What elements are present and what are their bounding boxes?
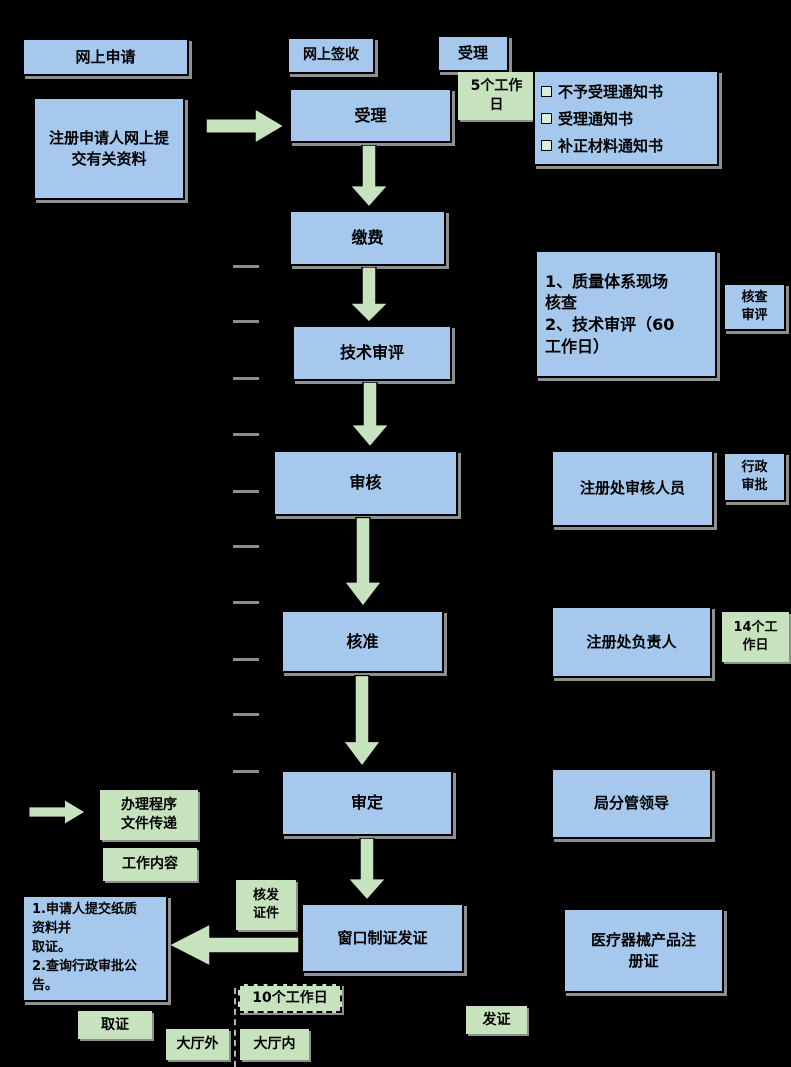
paper-note-text: 1.申请人提交纸质 资料并 取证。 2.查询行政审批公 告。 <box>32 902 137 993</box>
arrow-left-icon <box>168 922 300 968</box>
reg-head-box: 注册处负责人 <box>551 606 712 678</box>
accept-days-text: 5个工作 日 <box>470 78 523 113</box>
submit-materials-box: 注册申请人网上提 交有关资料 <box>33 97 185 200</box>
pay-label: 缴费 <box>351 228 384 248</box>
approve-box: 核准 <box>281 610 444 673</box>
legend-work-label: 工作内容 <box>103 848 197 881</box>
admin-approval-tag: 行政 审批 <box>723 452 786 502</box>
lane-tick <box>233 545 259 548</box>
lane-tick <box>233 320 259 323</box>
lane-tick <box>233 433 259 436</box>
final-review-box: 审定 <box>281 770 453 836</box>
arrow-down-icon <box>344 517 382 608</box>
bureau-leader-label: 局分管领导 <box>593 794 669 813</box>
lane-tick <box>233 713 259 716</box>
lane-tick <box>233 377 259 380</box>
reg-head-label: 注册处负责人 <box>586 632 677 651</box>
arrow-down-icon <box>348 838 386 901</box>
notice-row: 补正材料通知书 <box>541 135 663 156</box>
accept-header-label: 受理 <box>457 44 488 63</box>
checkbox-icon <box>541 112 552 124</box>
issue-label: 发证 <box>466 1006 527 1034</box>
approve-label: 核准 <box>346 631 379 651</box>
online-sign-box: 网上签收 <box>287 37 375 74</box>
online-sign-label: 网上签收 <box>303 47 359 64</box>
tech-note-box: 1、质量体系现场 核查 2、技术审评（60 工作日） <box>535 250 717 378</box>
hall-divider-line <box>234 988 236 1067</box>
lane-tick <box>233 770 259 773</box>
checkbox-icon <box>541 139 552 151</box>
arrow-right-icon <box>205 107 285 145</box>
obtain-label: 取证 <box>78 1011 152 1039</box>
notice-row: 不予受理通知书 <box>541 81 663 102</box>
legend-work-text: 工作内容 <box>122 856 178 873</box>
check-review-tag: 核查 审评 <box>723 283 786 331</box>
lane-tick <box>233 601 259 604</box>
accept-box: 受理 <box>289 88 452 143</box>
arrow-down-icon <box>350 267 388 323</box>
audit-box: 审核 <box>273 450 458 516</box>
lane-tick <box>233 658 259 661</box>
check-review-label: 核查 审评 <box>741 290 768 323</box>
arrow-down-icon <box>343 675 381 768</box>
window-issue-box: 窗口制证发证 <box>301 903 464 973</box>
hall-out-label: 大厅外 <box>166 1029 229 1060</box>
accept-days-label: 5个工作 日 <box>458 72 535 120</box>
submit-materials-label: 注册申请人网上提 交有关资料 <box>48 129 169 168</box>
issue-days-text: 10个工作日 <box>252 990 328 1007</box>
pay-box: 缴费 <box>289 210 446 266</box>
accept-label: 受理 <box>354 105 387 125</box>
paper-note-box: 1.申请人提交纸质 资料并 取证。 2.查询行政审批公 告。 <box>22 895 168 1002</box>
online-apply-box: 网上申请 <box>22 38 189 76</box>
audit-people-label: 注册处审核人员 <box>579 479 685 498</box>
arrow-down-icon <box>351 382 389 448</box>
approve-days-text: 14个工 作日 <box>733 620 778 653</box>
lane-tick <box>233 490 259 493</box>
hall-in-label: 大厅内 <box>240 1029 309 1060</box>
final-review-label: 审定 <box>350 793 383 813</box>
notice-label: 不予受理通知书 <box>558 82 664 101</box>
device-cert-label: 医疗器械产品注 册证 <box>590 931 696 970</box>
accept-header-box: 受理 <box>437 35 509 72</box>
lane-tick <box>233 265 259 268</box>
bureau-leader-box: 局分管领导 <box>551 768 712 839</box>
checkbox-icon <box>541 85 552 97</box>
issue-days-label: 10个工作日 <box>238 984 342 1013</box>
legend-arrow-icon <box>28 798 86 826</box>
online-apply-label: 网上申请 <box>75 47 136 66</box>
legend-doc-label: 办理程序 文件传递 <box>100 790 198 840</box>
notice-label: 补正材料通知书 <box>558 136 664 155</box>
admin-approval-label: 行政 审批 <box>741 460 768 493</box>
tech-note-text: 1、质量体系现场 核查 2、技术审评（60 工作日） <box>545 271 675 356</box>
tech-review-box: 技术审评 <box>292 325 452 381</box>
issue-text: 发证 <box>482 1011 511 1028</box>
notice-label: 受理通知书 <box>558 109 634 128</box>
legend-doc-text: 办理程序 文件传递 <box>121 797 177 832</box>
hall-out-text: 大厅外 <box>176 1036 219 1053</box>
issue-cert-text: 核发 证件 <box>252 888 279 921</box>
window-issue-label: 窗口制证发证 <box>337 928 428 947</box>
audit-label: 审核 <box>349 473 382 493</box>
tech-review-label: 技术审评 <box>339 343 404 363</box>
obtain-text: 取证 <box>101 1016 129 1033</box>
audit-people-box: 注册处审核人员 <box>551 450 714 527</box>
notice-row: 受理通知书 <box>541 108 633 129</box>
notices-box: 不予受理通知书 受理通知书 补正材料通知书 <box>533 70 719 166</box>
arrow-down-icon <box>350 145 388 208</box>
approve-days-label: 14个工 作日 <box>722 612 789 662</box>
issue-cert-label: 核发 证件 <box>236 880 296 930</box>
hall-in-text: 大厅内 <box>253 1036 296 1053</box>
device-cert-box: 医疗器械产品注 册证 <box>563 908 724 993</box>
